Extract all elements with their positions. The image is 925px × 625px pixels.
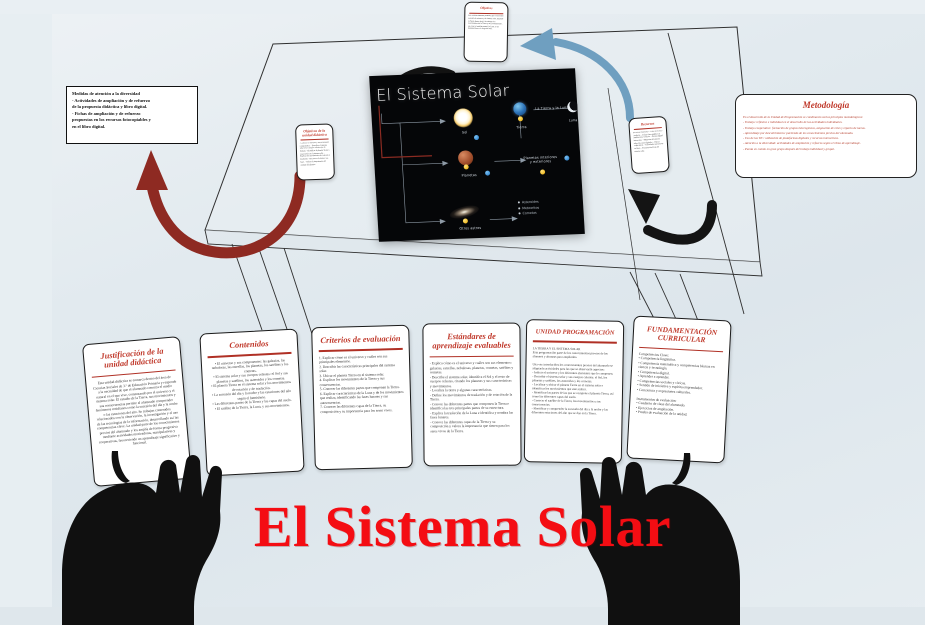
diversity-note-line-4: propuestas en los recursos fotocopiables…: [72, 117, 151, 123]
card-fundamentacion-curricular[interactable]: FUNDAMENTACIÓN CURRICULAR Competencias C…: [626, 315, 732, 464]
floating-card-objetivos-unidad[interactable]: Objetivos de la unidad didáctica - Conoc…: [295, 123, 335, 181]
title-rule: [207, 352, 292, 359]
node-label-tierra: Tierra: [516, 125, 527, 130]
floating-card-title: Objetivos: [480, 5, 493, 11]
title-rule: [469, 12, 504, 14]
metodologia-line-4: - Uso de las TIC: utilización de platafo…: [743, 136, 839, 141]
title-rule: [318, 348, 403, 352]
floating-card-body: Recursos materiales: - Libro de texto y …: [633, 129, 664, 153]
canvas-bottom-band: [0, 607, 925, 625]
floating-card-objetivos[interactable]: Objetivos Esta unidad didáctica pretende…: [463, 1, 509, 63]
title-rule: [639, 346, 724, 353]
card-title: FUNDAMENTACIÓN CURRICULAR: [646, 324, 718, 345]
card-justificacion[interactable]: Justificación de la unidad didáctica Est…: [81, 336, 193, 487]
card-title: Justificación de la unidad didáctica: [100, 346, 164, 371]
diversity-note-line-1: - Actividades de ampliación y de refuerz…: [72, 97, 151, 103]
node-label-otros-astros: Otros astros: [459, 225, 482, 231]
mindmap-connectors: [377, 83, 568, 224]
metodologia-line-2: - Trabajo cooperativo: formación de grup…: [743, 125, 866, 130]
card-unidad-programacion[interactable]: UNIDAD PROGRAMACIÓN LA TIERRA Y EL SISTE…: [523, 319, 625, 464]
card-body: LA TIERRA Y EL SISTEMA SOLAR Esta progra…: [531, 345, 614, 415]
node-label-planetas-int-ext: Planetas interiores y exteriores: [523, 154, 558, 164]
metodologia-line-5: - Atención a la diversidad: actividades …: [743, 141, 861, 146]
diversity-note-line-2: de la propuesta didáctica y libro digita…: [72, 104, 148, 110]
page-title: El Sistema Solar: [253, 494, 672, 559]
diversity-note-line-5: en el libro digital.: [72, 123, 106, 129]
card-title: UNIDAD PROGRAMACIÓN: [535, 328, 615, 337]
slide-bullet-meteoritos: Meteoritos: [522, 205, 540, 210]
card-body: - Explica cómo es el universo y cuáles s…: [429, 360, 514, 434]
solar-system-slide[interactable]: El Sistema Solar: [369, 68, 585, 242]
metodologia-line-6: - Puesta en común en gran grupo después …: [743, 146, 835, 151]
card-body: 1. Explicar cómo es el universo y cuáles…: [318, 354, 404, 414]
metodologia-line-1: - Trabajo: reflexivo e individual en el …: [743, 120, 843, 125]
card-title: Estándares de aprendizaje evaluables: [432, 331, 511, 351]
card-body: • El universo y sus componentes: las gal…: [211, 358, 292, 411]
card-body: Esta unidad didáctica se enmarca dentro …: [92, 375, 180, 446]
metodologia-title: Metodología: [802, 100, 850, 110]
title-rule: [300, 138, 329, 141]
diversity-note-box[interactable]: Medidas de atención a la diversidad - Ac…: [66, 86, 198, 144]
card-contenidos[interactable]: Contenidos • El universo y sus component…: [199, 328, 305, 477]
metodologia-line-0: En el desarrollo de la Unidad de Program…: [743, 115, 864, 119]
node-label-planetas: Planetas: [461, 173, 477, 178]
diversity-note-line-0: Medidas de atención a la diversidad: [72, 91, 140, 96]
floating-card-body: - Conocer el universo y sus principales …: [299, 141, 330, 167]
metodologia-card[interactable]: Metodología En el desarrollo de la Unida…: [735, 94, 917, 178]
card-body: Competencias Clave: • Competencia lingüí…: [635, 351, 715, 417]
title-rule: [429, 355, 514, 358]
metodologia-line-3: - Aprendizaje por descubrimiento: partie…: [743, 130, 854, 135]
slide-bullet-asteroides: Asteroides: [521, 199, 539, 205]
floating-card-body: Esta unidad didáctica pretende que el al…: [468, 15, 504, 31]
floating-card-title: Objetivos de la unidad didáctica: [302, 128, 327, 138]
card-criterios-evaluacion[interactable]: Criterios de evaluación 1. Explicar cómo…: [311, 324, 413, 471]
card-estandares[interactable]: Estándares de aprendizaje evaluables - E…: [422, 322, 522, 467]
canvas-top-band: [0, 0, 925, 14]
card-title: Contenidos: [229, 339, 269, 351]
node-label-luna: Luna: [568, 118, 578, 123]
diversity-note-line-3: - Fichas de ampliación y de refuerzo: [72, 110, 141, 116]
floating-card-recursos[interactable]: Recursos Recursos materiales: - Libro de…: [628, 115, 670, 175]
canvas-left-band: [0, 0, 52, 625]
title-rule: [532, 340, 617, 344]
solar-system-mindmap: Sol Tierra La Tierra y la Luna Luna Plan…: [371, 83, 585, 242]
slide-bullet-cometas: Cometas: [522, 210, 537, 216]
card-title: Criterios de evaluación: [320, 333, 401, 346]
node-label-sol: Sol: [461, 130, 468, 135]
